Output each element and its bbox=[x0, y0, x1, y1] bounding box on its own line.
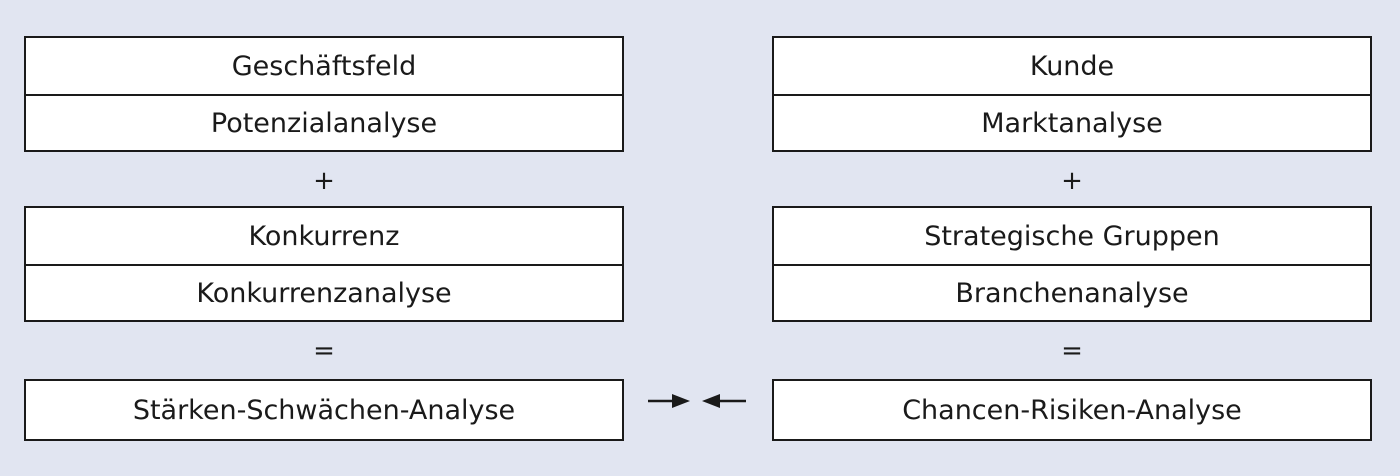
box-analysis: Potenzialanalyse bbox=[26, 94, 622, 150]
result-label: Chancen-Risiken-Analyse bbox=[902, 394, 1242, 426]
box-title: Geschäftsfeld bbox=[231, 50, 417, 82]
kunde-box: Kunde Marktanalyse bbox=[772, 36, 1372, 152]
box-title: Strategische Gruppen bbox=[924, 220, 1220, 252]
converging-arrows-icon bbox=[648, 394, 746, 408]
arrow-right-head bbox=[672, 394, 690, 408]
konkurrenz-box: Konkurrenz Konkurrenzanalyse bbox=[24, 206, 624, 322]
result-label: Stärken-Schwächen-Analyse bbox=[132, 394, 516, 426]
geschaeftsfeld-box: Geschäftsfeld Potenzialanalyse bbox=[24, 36, 624, 152]
equals-operator: = bbox=[313, 336, 335, 366]
strategische-gruppen-box: Strategische Gruppen Branchenanalyse bbox=[772, 206, 1372, 322]
equals-operator: = bbox=[1061, 336, 1083, 366]
box-title: Konkurrenz bbox=[248, 220, 400, 252]
box-analysis: Marktanalyse bbox=[774, 94, 1370, 150]
plus-operator: + bbox=[1061, 166, 1083, 196]
box-title: Kunde bbox=[1029, 50, 1115, 82]
box-analysis: Branchenanalyse bbox=[774, 264, 1370, 320]
box-analysis: Konkurrenzanalyse bbox=[26, 264, 622, 320]
plus-operator: + bbox=[313, 166, 335, 196]
chancen-risiken-result-box: Chancen-Risiken-Analyse bbox=[772, 379, 1372, 441]
arrow-left-head bbox=[702, 394, 720, 408]
staerken-schwaechen-result-box: Stärken-Schwächen-Analyse bbox=[24, 379, 624, 441]
